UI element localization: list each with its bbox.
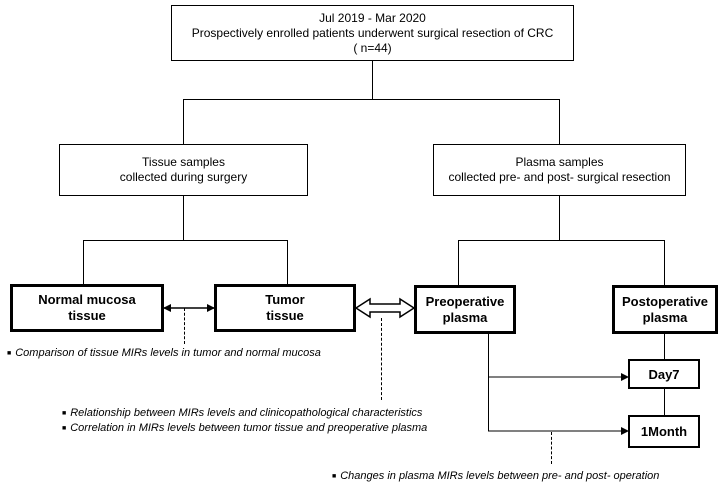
postoperative-label-1: Postoperative xyxy=(622,293,708,309)
comparison-note: ■Comparison of tissue MIRs levels in tum… xyxy=(7,346,321,361)
bullet-icon: ■ xyxy=(7,350,12,357)
month1-label: 1Month xyxy=(640,424,688,439)
correlation-note: ■Correlation in MIRs levels between tumo… xyxy=(62,421,427,436)
normal-mucosa-label-2: tissue xyxy=(68,308,106,323)
plasma-samples-detail: collected pre- and post- surgical resect… xyxy=(448,170,671,184)
preoperative-label-2: plasma xyxy=(442,309,488,325)
tissue-samples-box: Tissue samples collected during surgery xyxy=(59,144,308,196)
day7-box: Day7 xyxy=(628,359,700,389)
enrollment-description: Prospectively enrolled patients underwen… xyxy=(191,25,554,40)
normal-mucosa-box: Normal mucosa tissue xyxy=(10,284,164,332)
relationship-text: Relationship between MIRs levels and cli… xyxy=(70,407,423,419)
enrollment-period: Jul 2019 - Mar 2020 xyxy=(319,10,426,25)
plasma-samples-box: Plasma samples collected pre- and post- … xyxy=(433,144,686,196)
changes-dash xyxy=(551,432,552,464)
changes-note: ■Changes in plasma MIRs levels between p… xyxy=(332,469,659,484)
tissue-stem xyxy=(183,196,184,240)
tissue-samples-title: Tissue samples xyxy=(142,155,225,169)
plasma-branch xyxy=(458,240,665,241)
postoperative-plasma-box: Postoperative plasma xyxy=(612,285,718,334)
comparison-text: Comparison of tissue MIRs levels in tumo… xyxy=(15,347,321,359)
normal-mucosa-label-1: Normal mucosa xyxy=(38,292,136,307)
top-branch xyxy=(183,99,560,100)
tumor-tissue-label-2: tissue xyxy=(266,308,304,323)
tumor-preop-block-arrow xyxy=(354,297,416,319)
bullet-icon: ■ xyxy=(332,473,337,480)
preoperative-plasma-box: Preoperative plasma xyxy=(414,285,516,334)
top-stem xyxy=(372,61,373,99)
tumor-tissue-label-1: Tumor xyxy=(265,292,305,307)
normal-drop xyxy=(83,240,84,284)
right-drop xyxy=(559,99,560,144)
tumor-drop xyxy=(287,240,288,284)
relationship-note: ■Relationship between MIRs levels and cl… xyxy=(62,406,422,421)
tumor-tissue-box: Tumor tissue xyxy=(214,284,356,332)
bullet-icon: ■ xyxy=(62,425,67,432)
enrollment-count: ( n=44) xyxy=(353,40,392,55)
day7-label: Day7 xyxy=(648,366,680,382)
enrollment-box: Jul 2019 - Mar 2020 Prospectively enroll… xyxy=(171,5,574,61)
tissue-samples-detail: collected during surgery xyxy=(119,170,248,184)
left-drop xyxy=(183,99,184,144)
postop-drop xyxy=(664,240,665,285)
plasma-stem xyxy=(559,196,560,240)
tissue-branch xyxy=(83,240,288,241)
plasma-samples-title: Plasma samples xyxy=(515,155,604,169)
month1-box: 1Month xyxy=(628,415,700,448)
changes-text: Changes in plasma MIRs levels between pr… xyxy=(340,470,660,482)
preop-timeline xyxy=(488,334,489,431)
day7-to-month1 xyxy=(664,389,665,415)
postop-to-day7 xyxy=(664,334,665,359)
preop-drop xyxy=(458,240,459,285)
bullet-icon: ■ xyxy=(62,410,67,417)
postoperative-label-2: plasma xyxy=(642,309,688,325)
relationship-dash xyxy=(381,318,382,400)
comparison-dash xyxy=(184,308,185,344)
correlation-text: Correlation in MIRs levels between tumor… xyxy=(70,422,428,434)
preoperative-label-1: Preoperative xyxy=(425,293,505,309)
